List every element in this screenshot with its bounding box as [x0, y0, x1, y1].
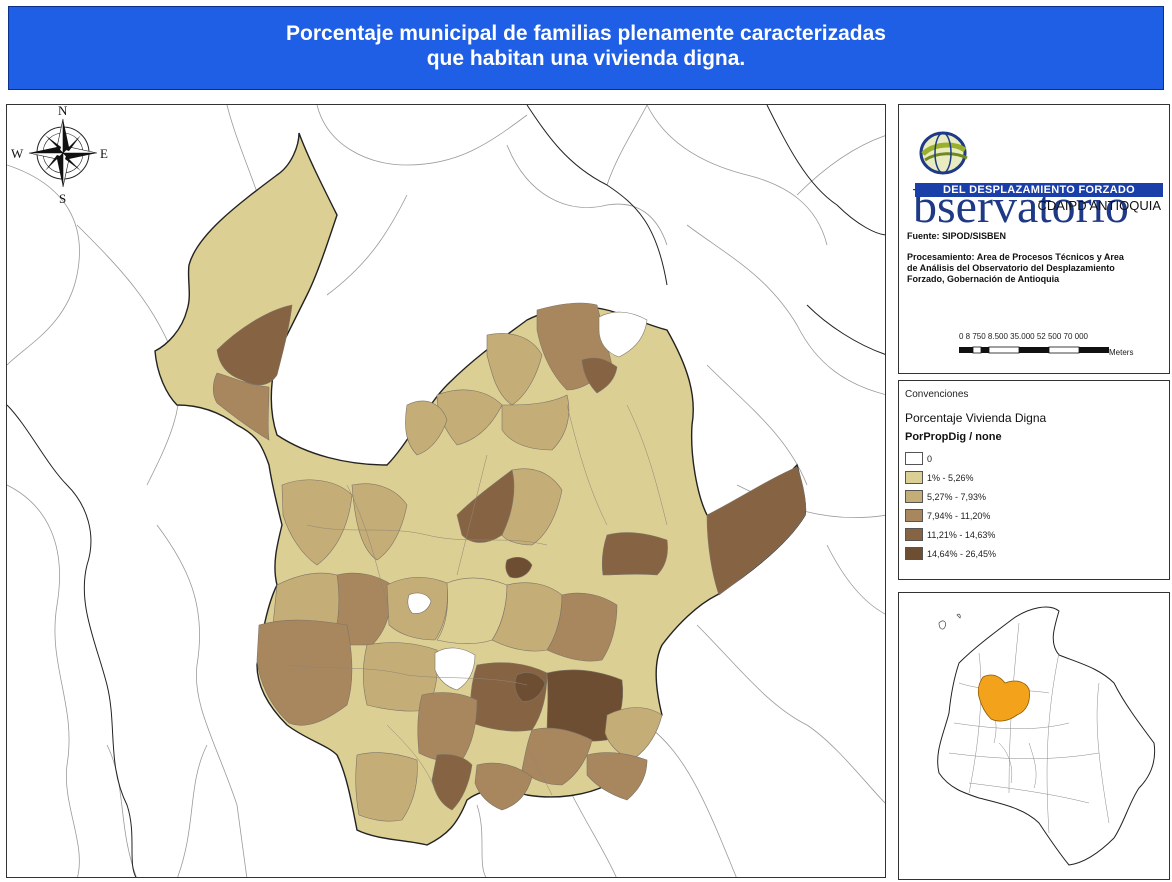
legend-item: 5,27% - 7,93% — [905, 487, 996, 506]
municipality-magdalena[interactable] — [706, 466, 806, 596]
legend-swatch — [905, 471, 923, 484]
municipality-south-2[interactable] — [546, 669, 623, 742]
municipality-south-7[interactable] — [431, 754, 473, 811]
legend-item: 1% - 5,26% — [905, 468, 996, 487]
legend-swatch — [905, 509, 923, 522]
compass-south-label: S — [59, 191, 66, 206]
legend-swatch — [905, 490, 923, 503]
legend-label: 0 — [927, 453, 933, 464]
map-title-line-2: que habitan una vivienda digna. — [426, 47, 746, 70]
logo-subtitle: CDAIPD ANTIOQUIA — [1037, 198, 1161, 213]
scale-bar — [959, 346, 1109, 354]
compass-west-label: W — [11, 146, 24, 161]
municipality-south-5[interactable] — [521, 727, 593, 786]
municipality-southeast-1[interactable] — [586, 752, 648, 801]
municipality-center-7[interactable] — [546, 592, 618, 662]
globe-o-icon — [919, 131, 968, 175]
observatorio-logo: bservatorio — [913, 129, 1169, 233]
municipality-center-3[interactable] — [505, 556, 533, 579]
municipality-blank-south[interactable] — [434, 647, 476, 691]
legend-swatch — [905, 528, 923, 541]
legend-heading: Convenciones — [905, 389, 969, 400]
legend-label: 11,21% - 14,63% — [927, 529, 996, 540]
source-panel: bservatorio DEL DESPLAZAMIENTO FORZADO C… — [898, 104, 1170, 374]
municipality-south-6[interactable] — [604, 707, 663, 761]
municipality-north-c[interactable] — [486, 333, 543, 406]
municipalities — [212, 302, 806, 822]
legend-label: 14,64% - 26,45% — [927, 548, 997, 559]
compass-east-label: E — [100, 146, 108, 161]
municipality-south-3[interactable] — [514, 672, 546, 702]
inset-canvas — [937, 606, 1156, 866]
legend-label: 1% - 5,26% — [927, 472, 974, 483]
logo-band: DEL DESPLAZAMIENTO FORZADO — [915, 183, 1163, 197]
municipality-uraba-south[interactable] — [212, 372, 270, 441]
antioquia-highlight[interactable] — [977, 674, 1030, 722]
municipal-boundaries — [286, 404, 668, 796]
scale-numbers: 0 8 750 8.500 35.000 52 500 70 000 — [959, 332, 1089, 341]
municipality-center-2[interactable] — [501, 468, 563, 546]
municipality-blank-medellin[interactable] — [407, 592, 432, 614]
legend-classes: 0 1% - 5,26% 5,27% - 7,93% 7,94% - 11,20… — [905, 449, 996, 563]
municipality-uraba-north[interactable] — [216, 304, 293, 386]
legend-title: Porcentaje Vivienda Digna — [905, 411, 1047, 425]
legend-item: 11,21% - 14,63% — [905, 525, 996, 544]
map-title: Porcentaje municipal de familias plename… — [8, 6, 1164, 90]
municipality-southwest-1[interactable] — [256, 619, 353, 726]
legend-item: 0 — [905, 449, 996, 468]
map-canvas: N S E W — [7, 105, 885, 877]
legend-item: 7,94% - 11,20% — [905, 506, 996, 525]
municipality-north-e[interactable] — [501, 394, 570, 451]
map-title-line-1: Porcentaje municipal de familias plename… — [286, 22, 886, 45]
coastline — [7, 105, 885, 877]
legend-panel: Convenciones Porcentaje Vivienda Digna P… — [898, 380, 1170, 580]
municipality-south-9[interactable] — [474, 762, 533, 811]
compass-north-label: N — [58, 105, 68, 118]
legend-swatch — [905, 452, 923, 465]
archipelago-islands — [938, 613, 961, 630]
municipality-east-1[interactable] — [601, 532, 668, 576]
legend-field: PorPropDig / none — [905, 431, 1002, 443]
legend-label: 7,94% - 11,20% — [927, 510, 991, 521]
municipality-west-2[interactable] — [351, 483, 408, 561]
colombia-outline — [937, 606, 1156, 866]
source-text: Fuente: SIPOD/SISBEN — [907, 231, 1007, 241]
legend-swatch — [905, 547, 923, 560]
processing-text: Procesamiento: Area de Procesos Técnicos… — [907, 252, 1124, 284]
compass-rose: N S E W — [11, 105, 108, 206]
municipality-north-b[interactable] — [581, 357, 618, 394]
municipality-west-1[interactable] — [281, 479, 353, 566]
neighbour-boundaries — [7, 105, 885, 877]
scale-unit: Meters — [1109, 348, 1134, 357]
legend-label: 5,27% - 7,93% — [927, 491, 987, 502]
municipality-south-8[interactable] — [355, 752, 418, 822]
inset-map[interactable] — [898, 592, 1170, 880]
municipality-north-light[interactable] — [405, 400, 448, 456]
main-map[interactable]: N S E W — [6, 104, 886, 878]
legend-item: 14,64% - 26,45% — [905, 544, 996, 563]
municipality-blank-north[interactable] — [598, 311, 648, 358]
